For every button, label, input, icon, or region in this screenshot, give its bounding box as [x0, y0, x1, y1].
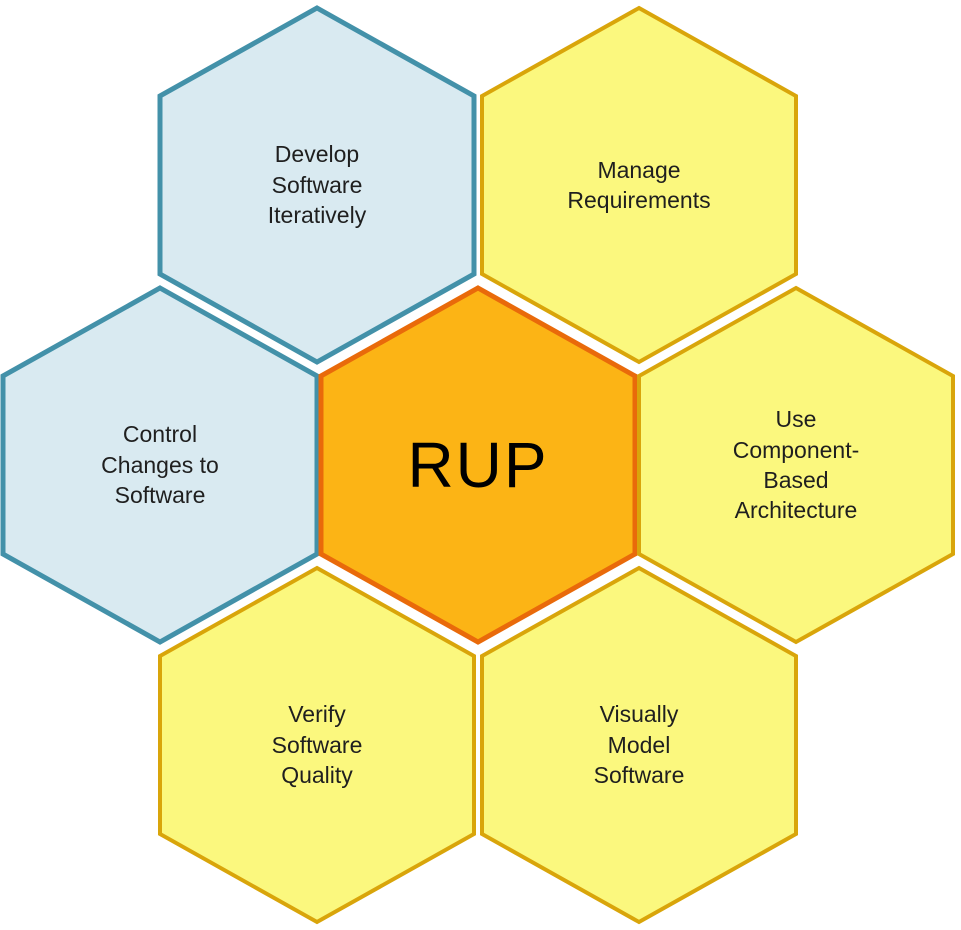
hexagon-shape [318, 285, 638, 645]
hexagon-shape [480, 5, 798, 365]
hex-visually-model-software: Visually Model Software [479, 565, 799, 925]
hexagon-shape [0, 285, 320, 645]
hexagon-shape [158, 565, 476, 925]
hex-label: Manage Requirements [567, 156, 711, 213]
rup-label: RUP [407, 428, 549, 501]
hex-label: Use Component- Based Architecture [732, 406, 860, 524]
hex-manage-requirements: Manage Requirements [479, 5, 799, 365]
hexagon-shape [637, 285, 955, 645]
hex-label: Visually Model Software [593, 701, 685, 789]
hex-use-component-based-architecture: Use Component- Based Architecture [636, 285, 956, 645]
hex-verify-software-quality: Verify Software Quality [157, 565, 477, 925]
hex-develop-software-iteratively: Develop Software Iteratively [157, 5, 477, 365]
hex-control-changes-to-software: Control Changes to Software [0, 285, 320, 645]
hexagon-shape [157, 5, 477, 365]
hex-label: Develop Software Iteratively [267, 141, 367, 229]
hex-label: Verify Software Quality [271, 701, 363, 789]
hex-label: Control Changes to Software [101, 421, 219, 509]
hexagon-shape [480, 565, 798, 925]
hex-rup-center: RUP [318, 285, 638, 645]
